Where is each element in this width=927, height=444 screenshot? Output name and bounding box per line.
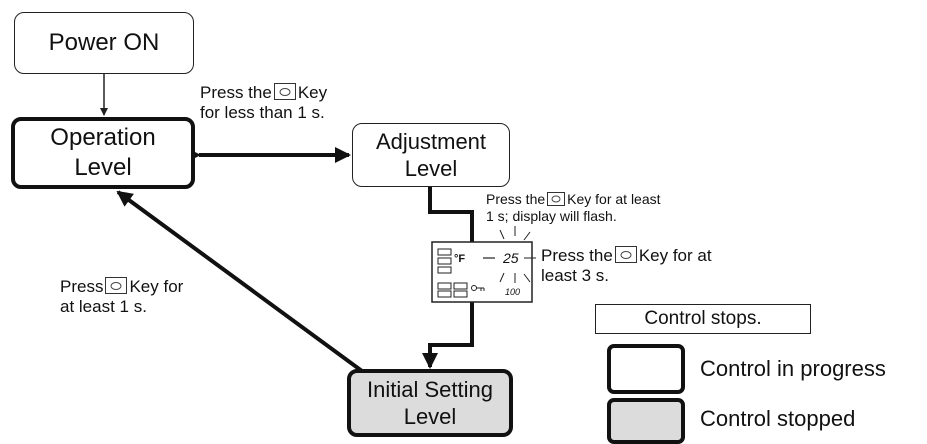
legend-control-stops: Control stops. (595, 304, 811, 334)
legend-swatch-stopped (607, 398, 685, 444)
legend-label-stopped: Control stopped (700, 406, 856, 431)
display-value: 25 (502, 250, 519, 266)
node-adjustment-level: Adjustment Level (352, 123, 510, 187)
node-initial-setting-level: Initial Setting Level (347, 369, 513, 437)
mode-key-icon (105, 277, 128, 294)
mode-key-icon (614, 246, 637, 263)
arrow-display-to-initial (422, 302, 474, 369)
node-operation-level: Operation Level (11, 117, 195, 189)
controller-display (431, 226, 536, 303)
display-unit: °F (454, 253, 465, 265)
mode-key-icon (273, 83, 296, 100)
mode-key-icon (547, 192, 566, 206)
display-small-value: 100 (505, 287, 520, 297)
arrow-initial-to-operation (116, 190, 368, 376)
legend-label-in-progress: Control in progress (700, 356, 886, 381)
line-adjustment-to-display (428, 187, 474, 242)
legend-swatch-in-progress (607, 344, 685, 394)
node-power-on: Power ON (14, 12, 194, 74)
